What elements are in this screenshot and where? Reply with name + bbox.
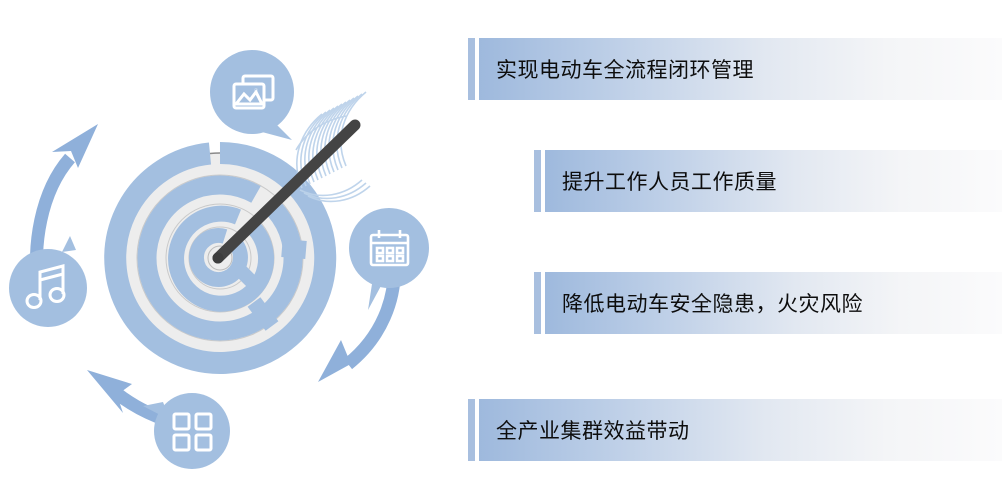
statement-bar-3[interactable]: 降低电动车安全隐患，火灾风险 <box>534 272 1002 334</box>
bar-body-2 <box>545 150 1002 212</box>
calendar-icon <box>369 230 410 267</box>
bar-body-3 <box>545 272 1002 334</box>
statement-bar-2[interactable]: 提升工作人员工作质量 <box>534 150 1002 212</box>
statement-bar-1[interactable]: 实现电动车全流程闭环管理 <box>468 38 1002 100</box>
bar-body-4 <box>479 399 1002 461</box>
grid-apps-icon <box>172 412 213 452</box>
statement-label-3: 降低电动车安全隐患，火灾风险 <box>562 293 863 316</box>
statement-label-4: 全产业集群效益带动 <box>496 420 690 443</box>
bar-body-1 <box>479 38 1002 100</box>
icon-bubble-grid[interactable] <box>143 393 230 469</box>
icon-bubble-photos[interactable] <box>210 50 294 140</box>
icon-bubble-calendar[interactable] <box>349 208 429 310</box>
statement-label-2: 提升工作人员工作质量 <box>562 171 777 194</box>
icon-bubble-music[interactable] <box>9 236 87 327</box>
bar-accent-4 <box>468 399 475 461</box>
bar-accent-3 <box>534 272 541 334</box>
statement-label-1: 实现电动车全流程闭环管理 <box>496 59 754 82</box>
statement-bar-4[interactable]: 全产业集群效益带动 <box>468 399 1002 461</box>
target-graphic <box>0 0 450 477</box>
photos-icon <box>232 74 275 110</box>
bar-accent-2 <box>534 150 541 212</box>
arrow-with-fletching-icon <box>212 91 371 264</box>
bar-accent-1 <box>468 38 475 100</box>
music-note-icon <box>25 264 66 309</box>
